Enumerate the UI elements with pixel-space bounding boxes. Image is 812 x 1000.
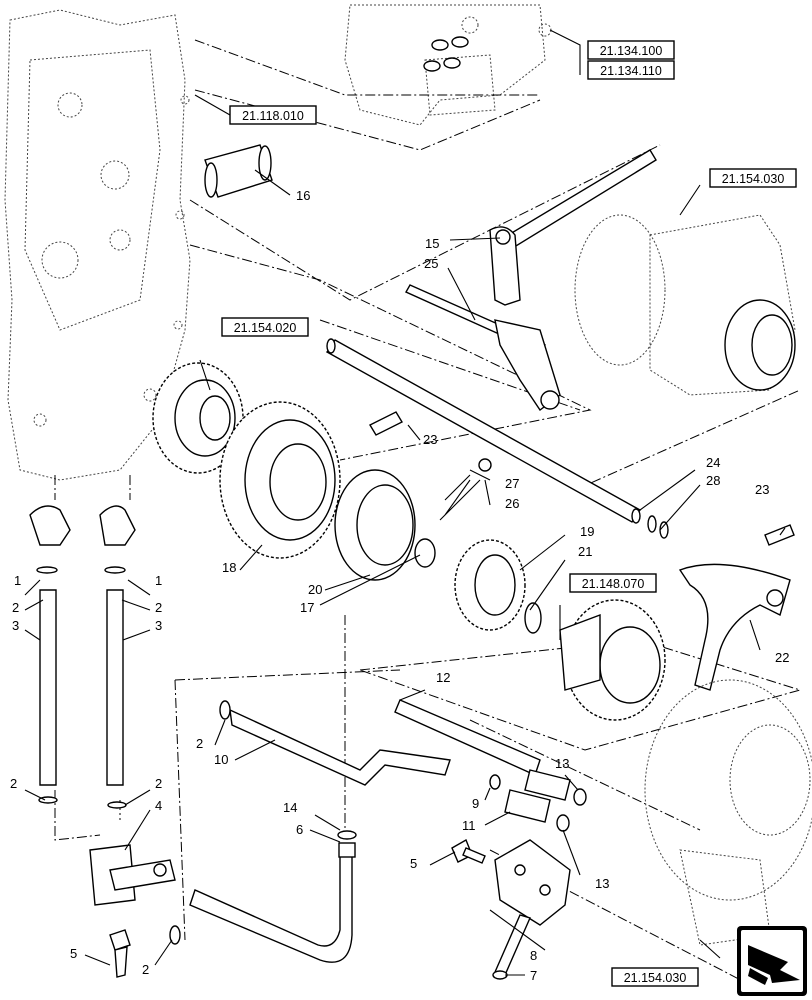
shift-fork-22: [678, 563, 791, 691]
callout-9: 9: [472, 796, 479, 811]
fittings-9-11-13: [489, 769, 587, 832]
reference-box-21-134-100: 21.134.100: [587, 40, 675, 60]
callout-5-left: 5: [70, 946, 77, 961]
callout-1-right: 1: [155, 573, 162, 588]
assembly-paths: [54, 39, 802, 991]
callout-3-left: 3: [12, 618, 19, 633]
reference-box-21-154-030-top: 21.154.030: [709, 168, 797, 188]
synchronizer-20: [334, 469, 436, 581]
shift-shaft-15: [489, 149, 657, 306]
svg-text:21.134.100: 21.134.100: [600, 44, 663, 58]
callout-13-bottom: 13: [595, 876, 609, 891]
callout-19: 19: [580, 524, 594, 539]
shaft-24: [325, 338, 642, 524]
callout-17: 17: [300, 600, 314, 615]
gear-21-148-070: [559, 599, 666, 721]
bolt-5-mid: [451, 838, 486, 864]
callout-3-right: 3: [155, 618, 162, 633]
callout-14: 14: [283, 800, 297, 815]
callout-16: 16: [296, 188, 310, 203]
svg-text:21.154.020: 21.154.020: [234, 321, 297, 335]
svg-text:21.118.010: 21.118.010: [242, 109, 304, 123]
gear-21-154-020: [152, 362, 244, 474]
next-page-arrow-icon[interactable]: [737, 926, 807, 996]
rod-25-fork: [405, 284, 561, 412]
block-4: [89, 844, 176, 906]
svg-text:21.134.110: 21.134.110: [600, 64, 662, 78]
banjo-right: [99, 505, 136, 809]
callout-7: 7: [530, 968, 537, 983]
spring-26: [439, 458, 492, 521]
callout-12: 12: [436, 670, 450, 685]
callout-2-pipe: 2: [196, 736, 203, 751]
housing-bottom: [644, 679, 812, 946]
o-rings-2: [169, 700, 231, 945]
reference-box-21-148-070: 21.148.070: [569, 573, 657, 593]
callout-2-right-bottom: 2: [155, 776, 162, 791]
callout-21: 21: [578, 544, 592, 559]
banjo-left: [29, 505, 71, 804]
callout-8: 8: [530, 948, 537, 963]
callout-18: 18: [222, 560, 236, 575]
callout-22: 22: [775, 650, 789, 665]
pipe-10: [229, 708, 451, 786]
pin-23: [369, 411, 403, 436]
callout-2-left-bottom: 2: [10, 776, 17, 791]
callout-23-right: 23: [755, 482, 769, 497]
block-8: [494, 839, 571, 926]
callout-24: 24: [706, 455, 720, 470]
bolt-7: [492, 914, 531, 980]
valve-fittings: [423, 36, 469, 72]
svg-text:21.154.030: 21.154.030: [722, 172, 785, 186]
reference-box-21-154-020: 21.154.020: [221, 317, 309, 337]
callout-6: 6: [296, 822, 303, 837]
callout-numbers: 1 1 2 2 2 2 2 2 2 3 3 4 5 5 6 7 8 9 10 1…: [10, 188, 789, 983]
callout-2-bottom: 2: [142, 962, 149, 977]
callout-4: 4: [155, 798, 162, 813]
rings-28: [647, 515, 669, 539]
gear-housing-top: [574, 214, 796, 396]
reference-box-21-118-010: 21.118.010: [229, 105, 317, 125]
callout-23-pin: 23: [423, 432, 437, 447]
callout-20: 20: [308, 582, 322, 597]
reference-box-21-154-030-bottom: 21.154.030: [611, 967, 699, 987]
callout-10: 10: [214, 752, 228, 767]
callout-2-right-top: 2: [155, 600, 162, 615]
bolt-5-left: [109, 929, 131, 978]
callout-1-left: 1: [14, 573, 21, 588]
hose-6: [189, 830, 357, 963]
callout-15: 15: [425, 236, 439, 251]
svg-text:21.148.070: 21.148.070: [582, 577, 645, 591]
sleeve-16: [204, 144, 273, 198]
callout-25: 25: [424, 256, 438, 271]
gear-19: [454, 539, 542, 634]
callout-13-top: 13: [555, 756, 569, 771]
callout-11: 11: [462, 818, 476, 833]
pin-23b: [764, 524, 795, 546]
gear-18: [219, 401, 341, 559]
leader-lines: [24, 29, 786, 976]
callout-28: 28: [706, 473, 720, 488]
reference-box-21-134-110: 21.134.110: [587, 60, 675, 80]
callout-27: 27: [505, 476, 519, 491]
callout-26: 26: [505, 496, 519, 511]
callout-5-mid: 5: [410, 856, 417, 871]
svg-text:21.154.030: 21.154.030: [624, 971, 687, 985]
callout-2-left-top: 2: [12, 600, 19, 615]
